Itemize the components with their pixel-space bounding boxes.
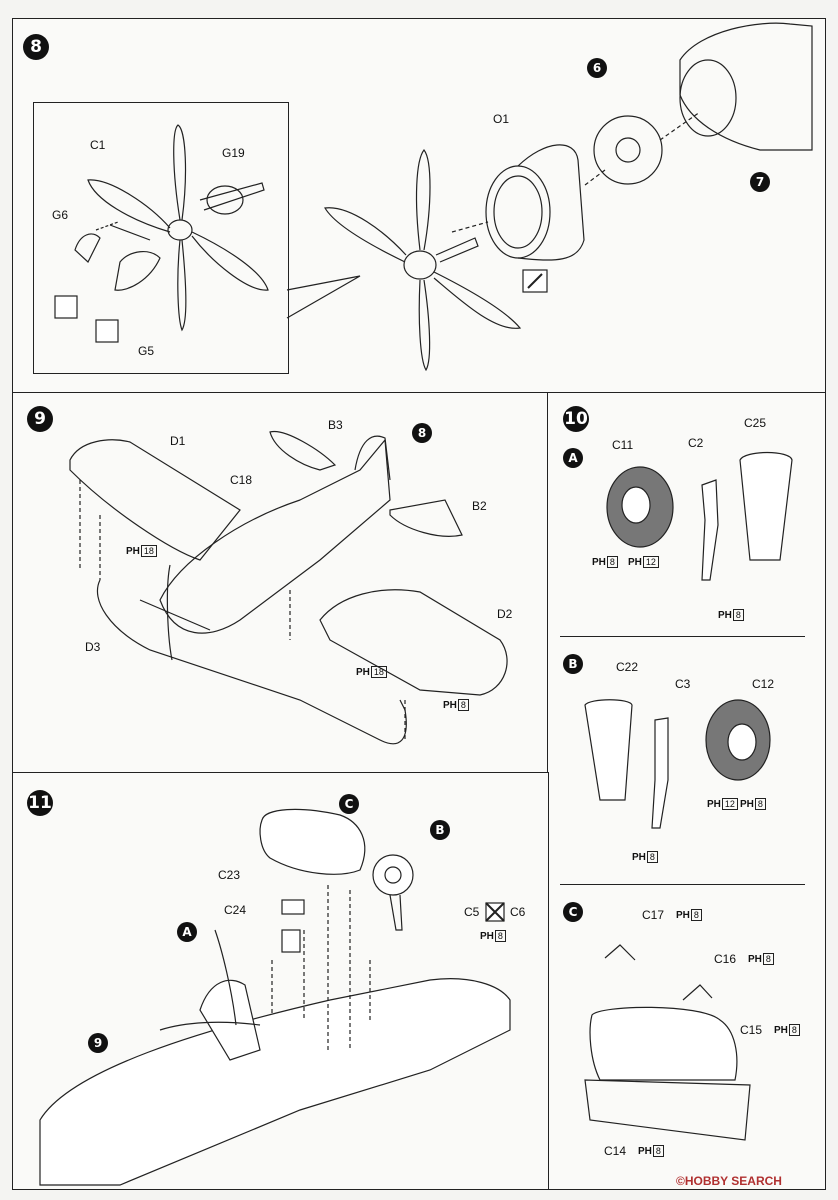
part-label-c1: C1 [90,138,106,152]
step-10-divider-1 [560,636,805,637]
part-label-d2: D2 [497,607,513,621]
step-10-divider-2 [560,884,805,885]
sub-step-b: B [563,654,583,674]
part-label-c11: C11 [612,438,634,452]
part-label-d3: D3 [85,640,101,654]
part-label-b3: B3 [328,418,343,432]
part-label-b2: B2 [472,499,487,513]
sub-step-ref-b: B [430,820,450,840]
step-ref-9: 9 [88,1033,108,1053]
part-label-c12: C12 [752,677,775,691]
part-label-c17: C17 [642,908,665,922]
sub-step-ref-c: C [339,794,359,814]
part-label-d1: D1 [170,434,186,448]
step-10-panel [547,392,826,1190]
part-label-c14: C14 [604,1144,627,1158]
part-label-g19: G19 [222,146,245,160]
step-9-panel [12,392,549,774]
step-10-number: 10 [563,406,589,432]
step-8-detail-inset [33,102,289,374]
watermark: ©HOBBY SEARCH [676,1174,782,1188]
part-label-c22: C22 [616,660,639,674]
part-label-g6: G6 [52,208,69,222]
step-ref-6: 6 [587,58,607,78]
part-label-c24: C24 [224,903,247,917]
part-label-c2: C2 [688,436,704,450]
step-11-panel [12,772,549,1190]
part-label-c3: C3 [675,677,691,691]
step-8-number: 8 [23,34,49,60]
sub-step-c: C [563,902,583,922]
step-11-number: 11 [27,790,53,816]
sub-step-ref-a: A [177,922,197,942]
part-label-c25: C25 [744,416,767,430]
part-label-g5: G5 [138,344,155,358]
part-label-c5: C5 [464,905,480,919]
step-ref-8: 8 [412,423,432,443]
step-9-number: 9 [27,406,53,432]
step-ref-7: 7 [750,172,770,192]
part-label-c18: C18 [230,473,253,487]
part-label-o1: O1 [493,112,510,126]
part-label-c15: C15 [740,1023,763,1037]
part-label-c16: C16 [714,952,737,966]
part-label-c6: C6 [510,905,526,919]
sub-step-a: A [563,448,583,468]
part-label-c23: C23 [218,868,241,882]
